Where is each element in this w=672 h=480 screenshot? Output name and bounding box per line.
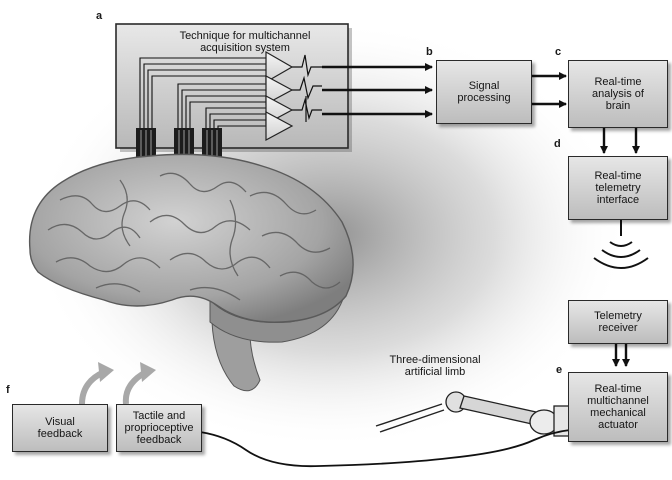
tactile-feedback-box: Tactile and proprioceptive feedback (116, 404, 202, 452)
signal-processing-label: Signal processing (457, 80, 510, 104)
mechanical-actuator-label: Real-time multichannel mechanical actuat… (587, 383, 649, 431)
panel-letter-a: a (96, 10, 102, 22)
panel-letter-d: d (554, 138, 561, 150)
analysis-to-telemetry-arrows (604, 128, 636, 153)
telemetry-receiver-box: Telemetry receiver (568, 300, 668, 344)
panel-letter-b: b (426, 46, 433, 58)
telemetry-interface-label: Real-time telemetry interface (594, 170, 641, 206)
mechanical-actuator-box: Real-time multichannel mechanical actuat… (568, 372, 668, 442)
signal-processing-box: Signal processing (436, 60, 532, 124)
receiver-to-actuator-arrows (616, 344, 626, 366)
acquisition-system-title: Technique for multichannel acquisition s… (150, 30, 340, 54)
brain-analysis-box: Real-time analysis of brain (568, 60, 668, 128)
tactile-feedback-label: Tactile and proprioceptive feedback (124, 410, 193, 446)
panel-letter-e: e (556, 364, 562, 376)
panel-letter-f: f (6, 384, 10, 396)
telemetry-receiver-label: Telemetry receiver (594, 310, 642, 334)
telemetry-interface-box: Real-time telemetry interface (568, 156, 668, 220)
visual-feedback-box: Visual feedback (12, 404, 108, 452)
panel-letter-c: c (555, 46, 561, 58)
artificial-limb-label: Three-dimensional artificial limb (370, 354, 500, 378)
visual-feedback-label: Visual feedback (38, 416, 83, 440)
brain-analysis-label: Real-time analysis of brain (592, 76, 644, 112)
